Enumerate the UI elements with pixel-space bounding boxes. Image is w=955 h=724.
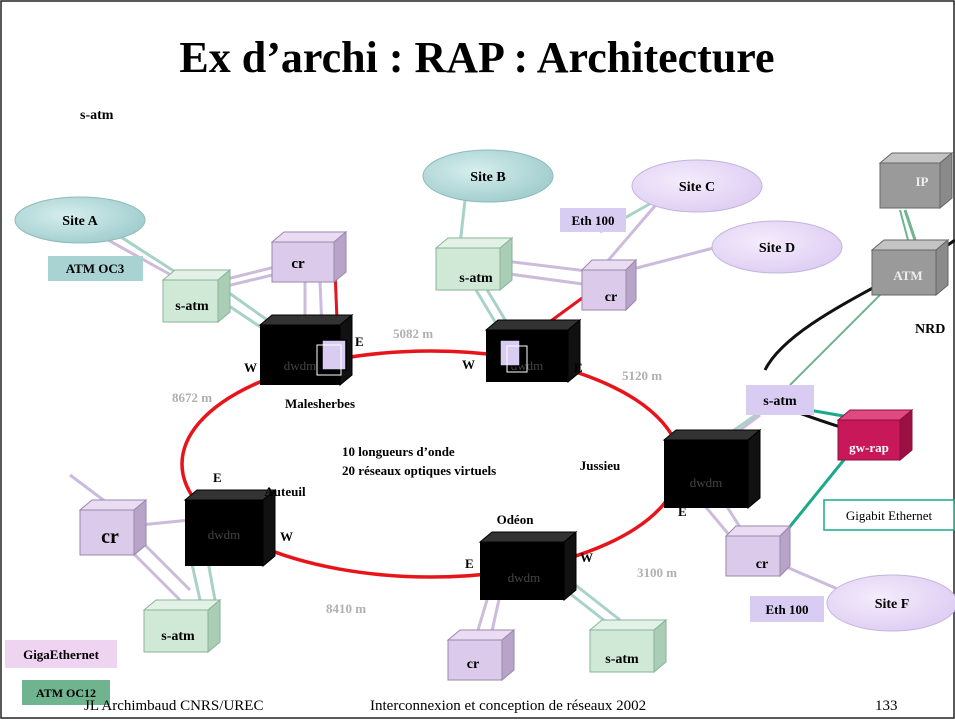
- svg-text:s-atm: s-atm: [459, 271, 493, 286]
- cr-box-auteuil[interactable]: cr: [78, 498, 148, 557]
- svg-text:E: E: [213, 470, 222, 485]
- dwdm-malesherbes[interactable]: dwdm: [258, 313, 354, 387]
- node-auteuil: Auteuil: [264, 484, 306, 499]
- atm-oc3-label: ATM OC3: [48, 256, 143, 281]
- ip-box[interactable]: IP: [878, 151, 954, 210]
- svg-text:cr: cr: [101, 526, 119, 548]
- node-odeon: Odéon: [497, 512, 535, 527]
- site-f[interactable]: Site F: [826, 574, 955, 632]
- satm-box-west[interactable]: s-atm: [161, 268, 232, 324]
- svg-text:cr: cr: [605, 290, 617, 305]
- svg-text:s-atm: s-atm: [175, 299, 209, 314]
- svg-text:E: E: [574, 360, 583, 375]
- svg-text:W: W: [280, 529, 293, 544]
- svg-text:Gigabit Ethernet: Gigabit Ethernet: [846, 508, 933, 523]
- svg-text:GigaEthernet: GigaEthernet: [23, 647, 99, 662]
- dwdm-auteuil[interactable]: dwdm: [183, 488, 277, 568]
- svg-text:cr: cr: [467, 657, 479, 672]
- cr-box-malesherbes[interactable]: cr: [270, 230, 348, 284]
- svg-text:s-atm: s-atm: [763, 394, 797, 409]
- svg-text:dwdm: dwdm: [508, 570, 541, 585]
- satm-box-north[interactable]: s-atm: [434, 236, 514, 292]
- footer-course: Interconnexion et conception de réseaux …: [370, 698, 646, 714]
- cr-box-jussieu[interactable]: cr: [724, 524, 792, 578]
- site-d[interactable]: Site D: [711, 220, 843, 274]
- svg-text:Site A: Site A: [62, 214, 98, 229]
- dwdm-jussieu[interactable]: dwdm: [662, 428, 762, 510]
- svg-text:W: W: [462, 357, 475, 372]
- svg-text:Site F: Site F: [875, 597, 910, 612]
- cr-box-north[interactable]: cr: [580, 258, 638, 312]
- svg-text:ATM: ATM: [893, 268, 922, 283]
- svg-text:dwdm: dwdm: [208, 527, 241, 542]
- svg-text:Site D: Site D: [759, 241, 795, 256]
- svg-text:Eth 100: Eth 100: [766, 602, 809, 617]
- site-b[interactable]: Site B: [422, 149, 554, 203]
- port-labels: E W E W E E W E W: [213, 334, 687, 571]
- svg-text:3100 m: 3100 m: [637, 565, 677, 580]
- svg-text:dwdm: dwdm: [284, 358, 317, 373]
- atm-box[interactable]: ATM: [870, 238, 950, 297]
- svg-text:gw-rap: gw-rap: [849, 440, 889, 455]
- top-satm-label: s-atm: [80, 108, 114, 123]
- svg-text:5082 m: 5082 m: [393, 326, 433, 341]
- ring-text-line1: 10 longueurs d’onde: [342, 444, 455, 459]
- svg-text:ATM OC12: ATM OC12: [36, 686, 96, 700]
- svg-text:E: E: [465, 556, 474, 571]
- cr-box-odeon[interactable]: cr: [446, 628, 516, 682]
- svg-text:s-atm: s-atm: [161, 629, 195, 644]
- dwdm-odeon[interactable]: dwdm: [478, 530, 578, 602]
- node-jussieu: Jussieu: [580, 458, 620, 473]
- slide-title: Ex d’archi : RAP : Architecture: [179, 33, 774, 82]
- svg-text:Site C: Site C: [679, 180, 715, 195]
- satm-box-odeon[interactable]: s-atm: [588, 618, 668, 674]
- svg-text:E: E: [355, 334, 364, 349]
- svg-text:W: W: [244, 360, 257, 375]
- node-malesherbes: Malesherbes: [285, 396, 355, 411]
- svg-text:W: W: [580, 550, 593, 565]
- svg-text:dwdm: dwdm: [690, 475, 723, 490]
- footer-page: 133: [875, 698, 898, 714]
- distance-labels: 5082 m 5120 m 8672 m 3100 m 8410 m: [172, 326, 677, 616]
- eth100-top-label: Eth 100: [560, 208, 626, 232]
- svg-text:IP: IP: [916, 174, 929, 189]
- svg-text:cr: cr: [756, 557, 768, 572]
- svg-text:Eth 100: Eth 100: [572, 213, 615, 228]
- svg-text:5120 m: 5120 m: [622, 368, 662, 383]
- gw-rap-box[interactable]: gw-rap: [836, 408, 914, 462]
- svg-text:s-atm: s-atm: [605, 652, 639, 667]
- ring-text-line2: 20 réseaux optiques virtuels: [342, 463, 496, 478]
- svg-text:E: E: [678, 504, 687, 519]
- nrd-label: NRD: [915, 322, 945, 337]
- atm-oc12-label: ATM OC12: [22, 680, 110, 705]
- svg-text:Site B: Site B: [470, 170, 505, 185]
- svg-text:cr: cr: [291, 256, 305, 272]
- dwdm-north[interactable]: dwdm: [484, 318, 582, 384]
- gigaethernet-label: GigaEthernet: [5, 640, 117, 668]
- svg-text:ATM OC3: ATM OC3: [66, 261, 125, 276]
- svg-text:8672 m: 8672 m: [172, 390, 212, 405]
- site-c[interactable]: Site C: [631, 159, 763, 213]
- satm-box-auteuil[interactable]: s-atm: [142, 598, 222, 654]
- svg-text:8410 m: 8410 m: [326, 601, 366, 616]
- eth100-bottom-label: Eth 100: [750, 596, 824, 622]
- gigabit-ethernet-label: Gigabit Ethernet: [823, 499, 955, 531]
- satm-box-jussieu[interactable]: s-atm: [746, 385, 814, 415]
- footer-author: JL Archimbaud CNRS/UREC: [84, 698, 263, 714]
- site-a[interactable]: Site A: [14, 196, 146, 244]
